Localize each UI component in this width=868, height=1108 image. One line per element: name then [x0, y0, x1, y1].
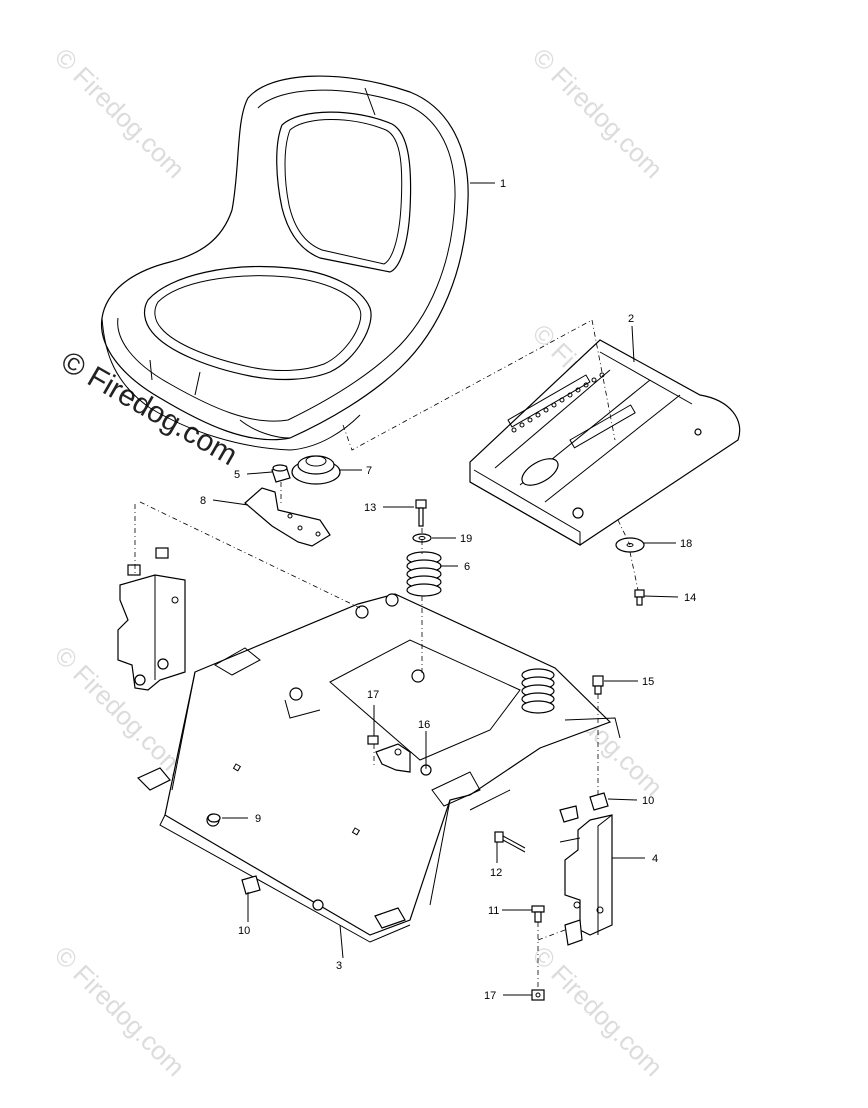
- spring-part-6-second: [521, 668, 555, 714]
- callout-11: 11: [488, 905, 499, 917]
- leader-lines: [212, 182, 679, 996]
- callout-6: 6: [464, 561, 470, 573]
- bracket-part-4: [559, 814, 613, 946]
- nut-part-5: [271, 464, 291, 483]
- callout-13: 13: [364, 502, 376, 514]
- callout-18: 18: [680, 538, 692, 550]
- callout-10-right: 10: [642, 795, 654, 807]
- bolt-part-13: [415, 499, 427, 527]
- callout-5: 5: [234, 469, 240, 481]
- nut-part-17-upper: [367, 735, 379, 745]
- callout-1: 1: [500, 178, 506, 190]
- nut-part-17-lower: [531, 989, 545, 1001]
- assembly-lines: [134, 319, 639, 990]
- callout-10-left: 10: [238, 925, 250, 937]
- bracket-part-8: [244, 487, 331, 547]
- nut-part-15: [592, 675, 604, 695]
- seat-pan-part-2: [469, 339, 741, 546]
- callout-14: 14: [684, 592, 696, 604]
- callout-15: 15: [642, 676, 654, 688]
- callout-8: 8: [200, 495, 206, 507]
- callout-3: 3: [336, 960, 342, 972]
- callout-4: 4: [652, 853, 658, 865]
- bracket-part-16: [375, 743, 432, 776]
- bolt-part-14: [634, 589, 645, 606]
- callout-16: 16: [418, 719, 430, 731]
- plug-part-9: [207, 813, 221, 823]
- callout-2: 2: [628, 313, 634, 325]
- seat-frame-part-3: [136, 593, 621, 943]
- clip-nut-part-10-left: [241, 875, 261, 895]
- callout-17-upper: 17: [367, 689, 379, 701]
- spring-part-6: [406, 551, 442, 597]
- callout-17-lower: 17: [484, 990, 496, 1002]
- callout-labels: 1 2 3 4 5 6 7 8 9 10 10 11 12 13 14 15 1…: [200, 178, 696, 1002]
- bracket-left: [117, 547, 186, 691]
- clip-nut-part-10-right: [559, 792, 609, 823]
- callout-19: 19: [460, 533, 472, 545]
- callout-12: 12: [490, 867, 502, 879]
- knob-part-7: [291, 455, 341, 485]
- washer-part-19: [412, 533, 432, 543]
- bolt-part-12: [494, 831, 526, 853]
- seat-part-1: [100, 75, 469, 451]
- bolt-part-11: [531, 905, 545, 923]
- callout-7: 7: [366, 465, 372, 477]
- callout-9: 9: [255, 813, 261, 825]
- adjustment-slots: [511, 372, 605, 433]
